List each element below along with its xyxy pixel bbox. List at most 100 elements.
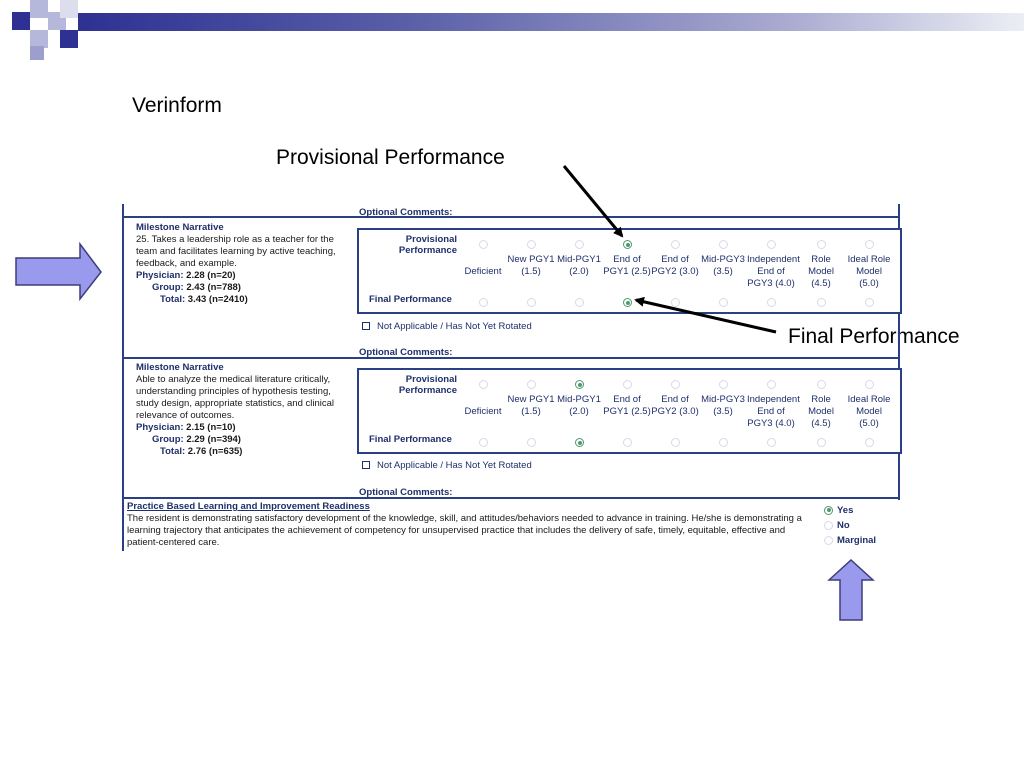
provisional-radio[interactable] [767,240,776,249]
final-radio[interactable] [575,298,584,307]
form-top-divider [122,216,900,218]
readiness-option-marginal[interactable]: Marginal [824,535,876,547]
callout-final-performance: Final Performance [788,325,960,348]
not-applicable-label: Not Applicable / Has Not Yet Rotated [377,460,532,471]
final-radio[interactable] [865,298,874,307]
milestone-heading: Milestone Narrative [136,222,224,233]
rating-column-label: Deficient [464,406,502,417]
radio-no[interactable] [824,520,833,530]
final-radio[interactable] [767,438,776,447]
provisional-radio[interactable] [719,240,728,249]
deco-square [60,30,78,48]
readiness-option-no[interactable]: No [824,520,850,532]
rating-column-label: Role Model (4.5) [808,394,834,429]
physician-value: 2.28 (n=20) [186,270,236,281]
final-radio[interactable] [479,438,488,447]
optional-comments-label: Optional Comments: [359,347,453,358]
up-arrow-icon [827,558,875,621]
provisional-radio[interactable] [671,240,680,249]
form-right-border [898,204,900,500]
provisional-radio[interactable] [623,240,632,249]
rating-column-label: New PGY1 (1.5) [507,254,555,277]
form-section-divider [122,497,900,499]
provisional-radio[interactable] [865,380,874,389]
rating-column-label: Mid-PGY1 (2.0) [557,254,601,277]
provisional-radio[interactable] [527,380,536,389]
provisional-radio[interactable] [719,380,728,389]
readiness-title: Practice Based Learning and Improvement … [127,501,370,512]
provisional-radio[interactable] [817,380,826,389]
final-radio[interactable] [527,298,536,307]
physician-label: Physician: [136,270,184,281]
provisional-radio[interactable] [479,380,488,389]
rating-column-label: Independent End of PGY3 (4.0) [747,394,800,429]
provisional-radio[interactable] [671,380,680,389]
final-radio[interactable] [623,298,632,307]
final-radio[interactable] [623,438,632,447]
readiness-option-yes[interactable]: Yes [824,505,853,517]
form-section-divider [122,357,900,359]
group-value: 2.29 (n=394) [186,434,241,445]
radio-yes[interactable] [824,505,833,515]
group-label: Group: [152,434,184,445]
readiness-text: The resident is demonstrating satisfacto… [127,513,802,548]
physician-value: 2.15 (n=10) [186,422,236,433]
provisional-radio[interactable] [575,240,584,249]
row-label-provisional: Provisional Performance [398,374,457,396]
provisional-radio[interactable] [479,240,488,249]
deco-square [60,0,78,18]
not-applicable-label: Not Applicable / Has Not Yet Rotated [377,321,532,332]
group-stat: Group: 2.43 (n=788) [136,282,354,294]
total-label: Total: [160,294,186,305]
rating-column-label: Mid-PGY1 (2.0) [557,394,601,417]
final-radio[interactable] [479,298,488,307]
rating-column-label: End of PGY1 (2.5) [603,254,651,277]
readiness-no-label: No [837,520,850,531]
rating-column-label: New PGY1 (1.5) [507,394,555,417]
row-label-final: Final Performance [369,294,452,305]
pointer-arrow-final [634,296,777,334]
total-value: 3.43 (n=2410) [187,294,248,305]
not-applicable-checkbox[interactable]: Not Applicable / Has Not Yet Rotated [362,321,532,333]
rating-column-label: Mid-PGY3 (3.5) [701,394,745,417]
verinform-evaluation-form: Optional Comments: Milestone Narrative 2… [122,204,902,551]
form-left-border [122,204,124,551]
rating-column-label: Deficient [464,266,502,277]
final-radio[interactable] [671,298,680,307]
rating-column-label: End of PGY2 (3.0) [651,254,699,277]
final-radio[interactable] [719,438,728,447]
milestone-text: 25. Takes a leadership role as a teacher… [136,234,336,269]
final-radio[interactable] [575,438,584,447]
final-radio[interactable] [719,298,728,307]
group-stat: Group: 2.29 (n=394) [136,434,354,446]
deco-square [30,46,44,60]
physician-label: Physician: [136,422,184,433]
provisional-radio[interactable] [527,240,536,249]
final-radio[interactable] [817,438,826,447]
rating-column-label: End of PGY1 (2.5) [603,394,651,417]
rating-column-label: Role Model (4.5) [808,254,834,289]
final-radio[interactable] [865,438,874,447]
deco-square [30,0,48,18]
radio-marginal[interactable] [824,535,833,545]
not-applicable-checkbox[interactable]: Not Applicable / Has Not Yet Rotated [362,460,532,472]
final-radio[interactable] [527,438,536,447]
final-radio[interactable] [767,298,776,307]
final-radio[interactable] [671,438,680,447]
provisional-radio[interactable] [575,380,584,389]
provisional-radio[interactable] [623,380,632,389]
slide-title: Verinform [132,94,222,117]
rating-column-label: Mid-PGY3 (3.5) [701,254,745,277]
physician-stat: Physician: 2.28 (n=20) [136,270,354,282]
right-arrow-icon [15,241,102,302]
provisional-radio[interactable] [865,240,874,249]
rating-column-label: Ideal Role Model (5.0) [847,254,891,289]
row-label-provisional: Provisional Performance [398,234,457,256]
total-value: 2.76 (n=635) [187,446,243,457]
provisional-radio[interactable] [767,380,776,389]
deco-square [30,30,48,48]
final-radio[interactable] [817,298,826,307]
pointer-arrow-provisional [562,165,624,238]
provisional-radio[interactable] [817,240,826,249]
